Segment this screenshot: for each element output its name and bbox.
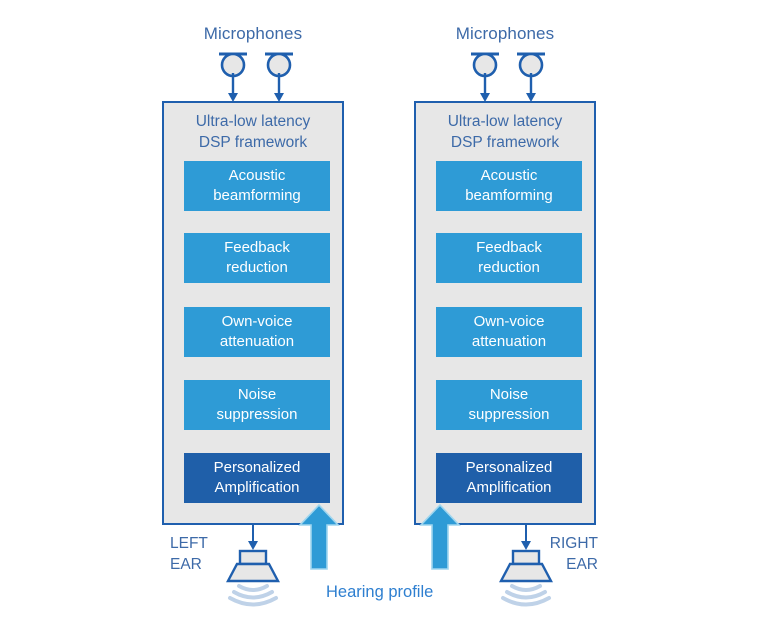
- ear-label-right: RIGHT EAR: [549, 535, 598, 573]
- microphone-icon-right-2: [517, 52, 545, 102]
- stage-acoustic-beamforming-right[interactable]: Acoustic beamforming: [436, 161, 582, 211]
- dsp-panel-left: Ultra-low latency DSP framework Acoustic…: [162, 101, 344, 525]
- ear-label-left: LEFT EAR: [170, 535, 208, 573]
- output-connector-right: [485, 524, 559, 607]
- microphone-group-right: [467, 48, 557, 104]
- receiver-left-svg: [226, 524, 280, 607]
- dsp-panel-title-left: Ultra-low latency DSP framework: [195, 113, 311, 151]
- output-connector-left: [212, 524, 286, 607]
- hearing-profile-label: Hearing profile: [326, 583, 434, 601]
- microphone-group-left: [215, 48, 305, 104]
- receiver-horn-right: [499, 562, 553, 583]
- dsp-panel-title-right: Ultra-low latency DSP framework: [447, 113, 563, 151]
- microphone-arrows-left-svg: [219, 52, 293, 102]
- sound-waves-right: [501, 584, 551, 607]
- microphones-caption-left: Microphones: [203, 24, 303, 43]
- stage-noise-suppression-left[interactable]: Noise suppression: [184, 380, 330, 430]
- stage-own-voice-attenuation-right[interactable]: Own-voice attenuation: [436, 307, 582, 357]
- stage-noise-suppression-right[interactable]: Noise suppression: [436, 380, 582, 430]
- stage-feedback-reduction-left[interactable]: Feedback reduction: [184, 233, 330, 283]
- stage-feedback-reduction-right[interactable]: Feedback reduction: [436, 233, 582, 283]
- hearing-profile-arrow-left-svg: [298, 503, 340, 570]
- microphone-icon-right-1: [471, 52, 499, 102]
- arrow-head-right: [521, 541, 531, 550]
- receiver-horn-left: [226, 562, 280, 583]
- stage-own-voice-attenuation-left[interactable]: Own-voice attenuation: [184, 307, 330, 357]
- stage-acoustic-beamforming-left[interactable]: Acoustic beamforming: [184, 161, 330, 211]
- arrow-head-left: [248, 541, 258, 550]
- sound-waves-left: [228, 584, 278, 607]
- receiver-cap-left: [238, 549, 268, 566]
- microphone-icon-left-1: [219, 52, 247, 102]
- microphone-arrows-right-svg: [471, 52, 545, 102]
- hearing-profile-arrow-left: [298, 503, 340, 571]
- dsp-panel-right: Ultra-low latency DSP framework Acoustic…: [414, 101, 596, 525]
- stage-personalized-amplification-right[interactable]: Personalized Amplification: [436, 453, 582, 503]
- hearing-profile-arrow-right: [419, 503, 461, 571]
- microphones-caption-right: Microphones: [455, 24, 555, 43]
- stage-personalized-amplification-left[interactable]: Personalized Amplification: [184, 453, 330, 503]
- receiver-right-svg: [499, 524, 553, 607]
- hearing-profile-arrow-right-svg: [419, 503, 461, 570]
- microphone-icon-left-2: [265, 52, 293, 102]
